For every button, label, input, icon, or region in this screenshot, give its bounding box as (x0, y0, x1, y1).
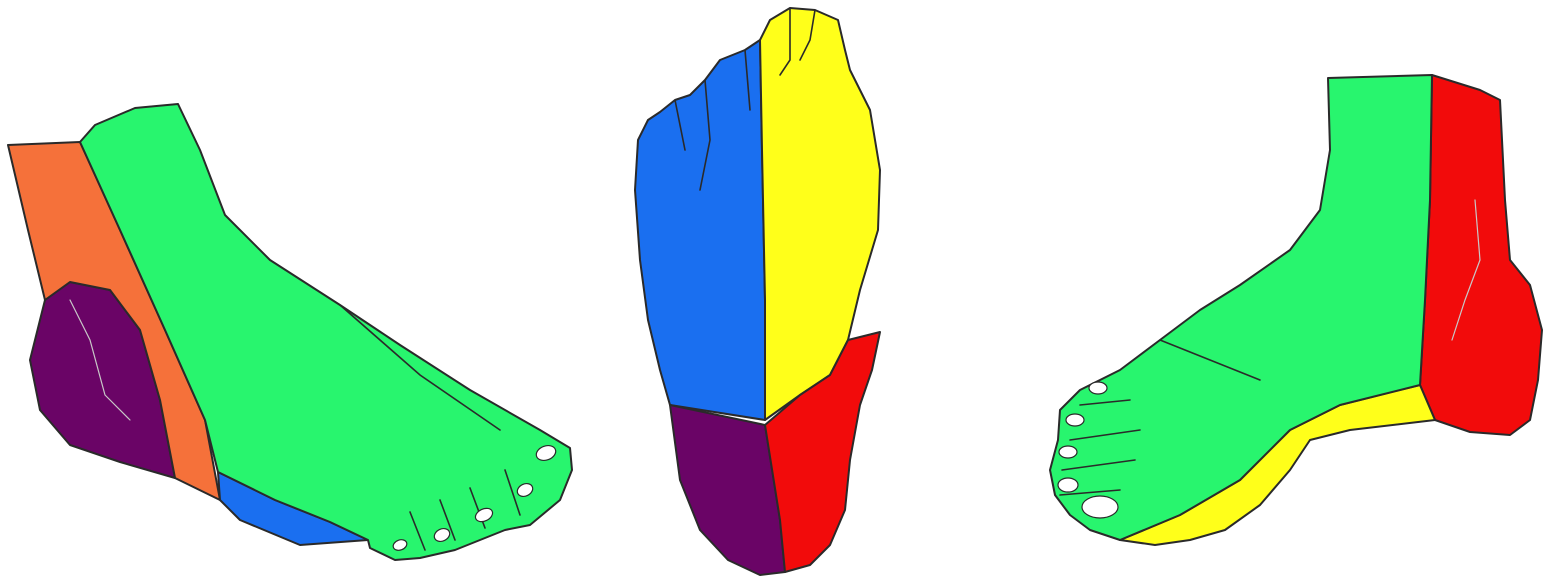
lateral-toenail (1082, 496, 1118, 518)
plantar-blue-region (635, 40, 765, 420)
medial-foot-view (8, 104, 572, 560)
lateral-red-region (1420, 75, 1542, 435)
lateral-toenail (1059, 446, 1077, 458)
lateral-foot-view (1050, 75, 1542, 545)
lateral-dorsum-region (1050, 75, 1432, 540)
lateral-toenail (1066, 414, 1084, 426)
plantar-foot-view (635, 8, 880, 575)
lateral-toenail (1089, 382, 1107, 394)
lateral-toenail (1058, 478, 1078, 492)
